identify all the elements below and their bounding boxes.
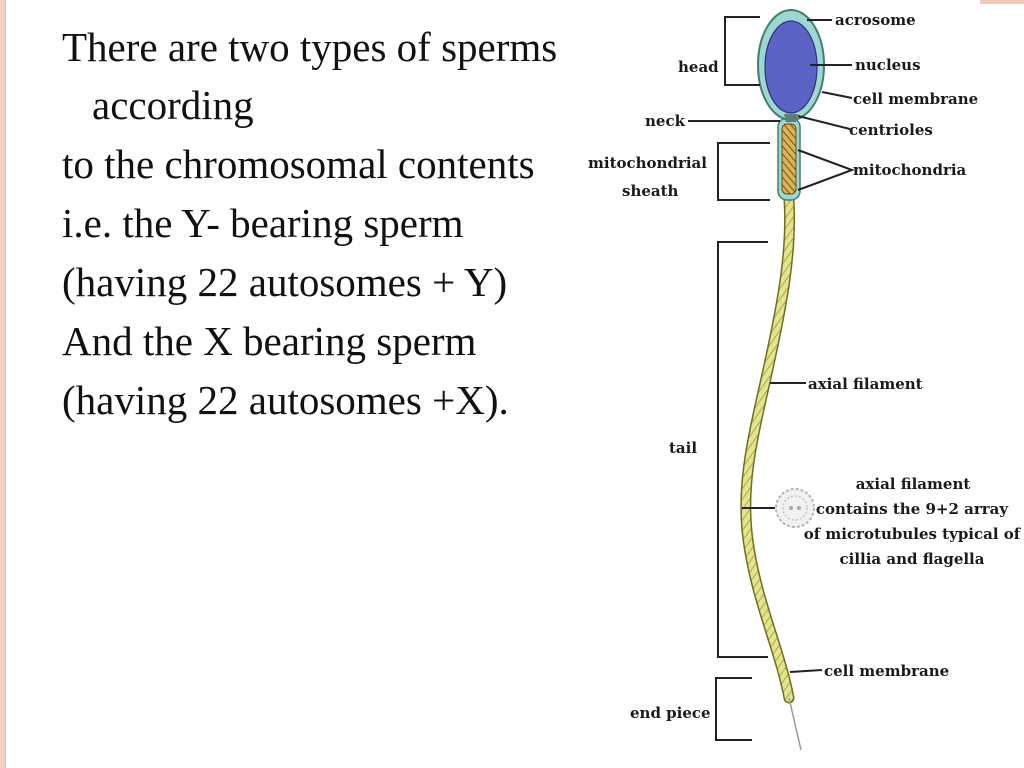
slide-left-border bbox=[0, 0, 6, 768]
slide-corner-mark bbox=[980, 0, 1024, 4]
centrioles-shape bbox=[784, 114, 798, 122]
label-neck: neck bbox=[645, 112, 686, 130]
mitochondria-coil bbox=[781, 123, 797, 195]
label-nucleus: nucleus bbox=[855, 56, 921, 74]
paragraph-5: And the X bearing sperm bbox=[62, 318, 477, 364]
label-axial-note-4: cillia and flagella bbox=[840, 550, 985, 568]
leader-cell-membrane-head bbox=[821, 91, 853, 99]
mitochondrial-sheath-bracket bbox=[717, 142, 770, 201]
paragraph-6: (having 22 autosomes +X). bbox=[62, 377, 509, 423]
nucleus-shape bbox=[764, 20, 818, 114]
label-cell-membrane-tail: cell membrane bbox=[824, 662, 949, 680]
label-mitochondrial: mitochondrial bbox=[588, 154, 707, 172]
head-bracket bbox=[724, 16, 760, 86]
paragraph-4: (having 22 autosomes + Y) bbox=[62, 259, 508, 305]
leader-cell-membrane-tail bbox=[789, 669, 823, 673]
label-axial-note-1: axial filament bbox=[856, 475, 971, 493]
label-axial-note-3: of microtubules typical of bbox=[804, 525, 1022, 543]
label-head: head bbox=[678, 58, 719, 76]
label-tail: tail bbox=[669, 439, 697, 457]
label-acrosome: acrosome bbox=[835, 11, 916, 29]
label-mitochondria: mitochondria bbox=[853, 161, 967, 179]
label-centrioles: centrioles bbox=[849, 121, 933, 139]
end-piece-bracket bbox=[715, 677, 752, 741]
leader-mitochondria bbox=[797, 149, 855, 191]
label-cell-membrane-head: cell membrane bbox=[853, 90, 978, 108]
axial-filament-cross-section bbox=[775, 488, 815, 528]
label-end-piece: end piece bbox=[630, 704, 711, 722]
tail-bracket bbox=[717, 241, 768, 658]
slide-text-block: There are two types of sperms according … bbox=[62, 18, 602, 430]
label-axial-note-2: contains the 9+2 array bbox=[816, 500, 1009, 518]
tail-fill bbox=[741, 196, 794, 702]
paragraph-2: to the chromosomal contents bbox=[62, 141, 535, 187]
end-piece-filament bbox=[788, 697, 802, 751]
paragraph-1: There are two types of sperms according bbox=[62, 24, 558, 128]
leader-centrioles bbox=[797, 115, 851, 130]
paragraph-3: i.e. the Y- bearing sperm bbox=[62, 200, 464, 246]
label-sheath: sheath bbox=[622, 182, 679, 200]
label-axial-filament: axial filament bbox=[808, 375, 923, 393]
